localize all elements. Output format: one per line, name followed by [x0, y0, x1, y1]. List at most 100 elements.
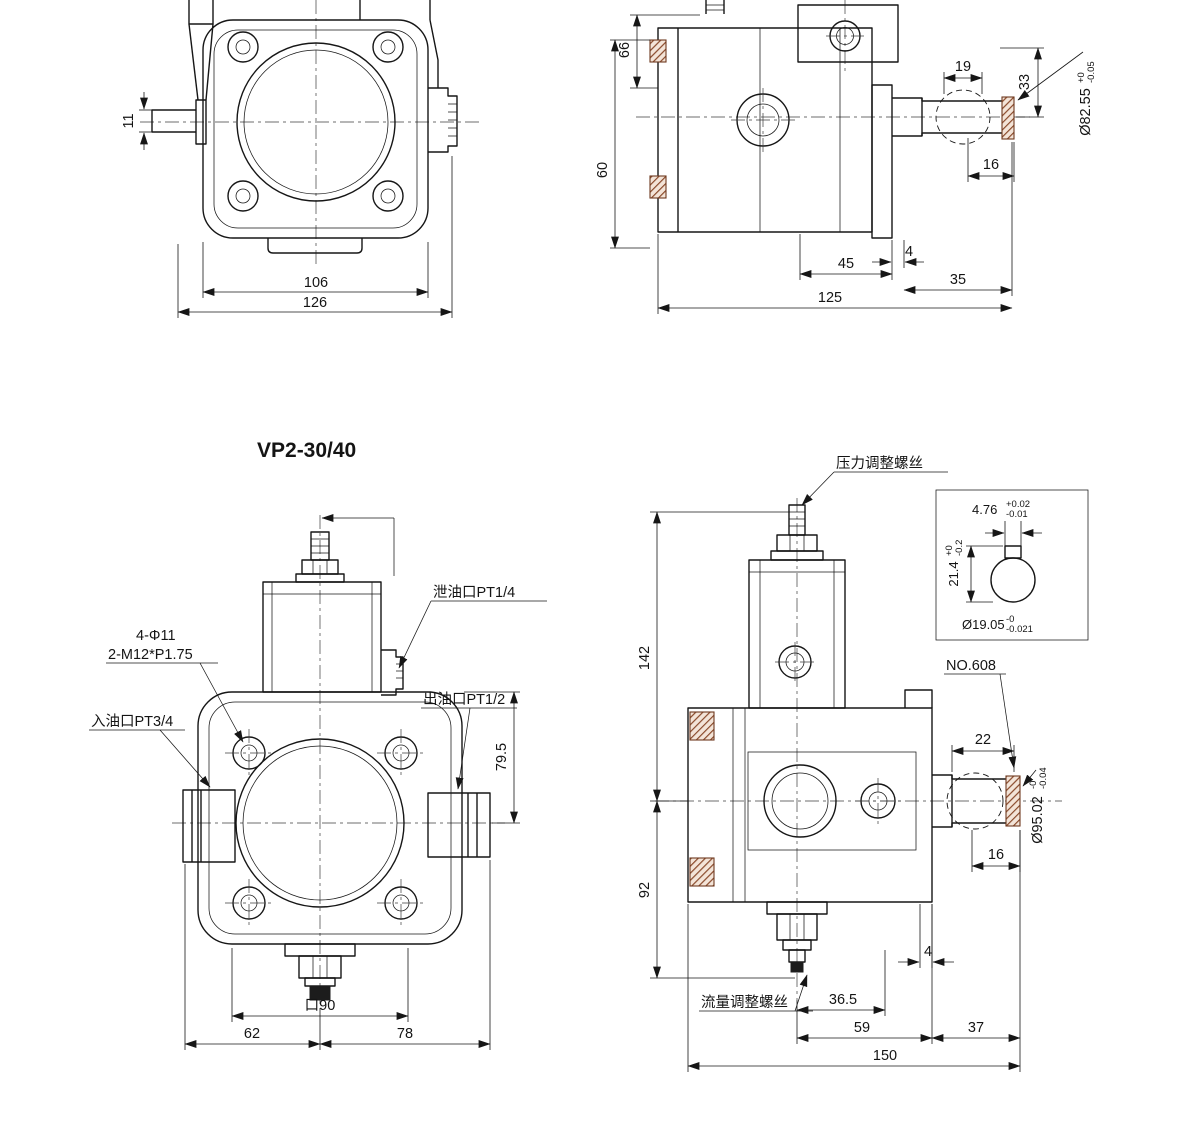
shaft-dia-value: Ø19.05	[962, 617, 1005, 632]
key-width-value: 4.76	[972, 502, 997, 517]
dimension-4: 4	[872, 240, 924, 268]
flow-screw	[284, 943, 356, 1001]
dimension-19: 19	[943, 59, 983, 94]
key-height-tol-lower: -0.2	[954, 540, 965, 556]
dim-text-4: 4	[905, 244, 913, 260]
dim-text-35: 35	[950, 272, 966, 288]
dimension-36-5: 36.5	[796, 950, 886, 1016]
label-drain-port: 泄油口PT1/4	[433, 584, 515, 601]
dimension-22: 22	[951, 732, 1015, 772]
dim-text-79-5: 79.5	[494, 743, 510, 771]
drain-port	[381, 649, 404, 696]
inlet-port	[182, 789, 236, 863]
bolt-holes-callout: 4-Φ11 2-M12*P1.75	[106, 628, 244, 743]
dim-text-16: 16	[983, 157, 999, 173]
shaft-dia-tol-lower: -0.021	[1006, 624, 1033, 635]
dim-text-19: 19	[955, 59, 971, 75]
dim-text-36-5: 36.5	[829, 992, 857, 1008]
dim-text-square-90: 口90	[305, 998, 336, 1014]
view-side: 压力调整螺丝	[637, 455, 1089, 1072]
flow-screw-callout: 流量调整螺丝	[699, 974, 813, 1012]
dim-text-150: 150	[873, 1048, 897, 1064]
label-holes: 4-Φ11	[136, 628, 176, 644]
shaft-stub	[151, 99, 207, 145]
dimension-spigot-diameter: Ø82.55 +0 -0.05	[1017, 51, 1097, 136]
dim-text-142: 142	[637, 646, 653, 670]
dimension-16-shaft: 16	[971, 830, 1021, 872]
side-port	[428, 87, 458, 153]
reference-lines	[321, 514, 395, 576]
dim-text-45: 45	[838, 256, 854, 272]
dia-95-02-tol-upper: -0	[1028, 781, 1039, 789]
dimension-125: 125	[657, 234, 1013, 314]
dimension-150: 150	[687, 904, 1021, 1072]
dimension-spigot-diameter: Ø95.02 -0 -0.04	[1022, 767, 1049, 844]
seal-no-callout: NO.608	[944, 658, 1017, 769]
label-outlet-port: 出油口PT1/2	[423, 691, 505, 708]
dim-text-126: 126	[303, 295, 327, 311]
outlet-port-callout: 出油口PT1/2	[421, 691, 517, 790]
dim-text-60: 60	[595, 162, 611, 178]
dia-95-02-value: Ø95.02	[1030, 796, 1046, 844]
dim-text-125: 125	[818, 290, 842, 306]
label-seal-no: NO.608	[946, 658, 996, 674]
drive-shaft	[892, 89, 1015, 145]
view-top-side: 66 60 19 33 16 Ø82.5	[595, 0, 1097, 314]
flow-screw	[766, 901, 828, 973]
view-front: 泄油口PT1/4	[89, 514, 547, 1050]
dimension-79-5: 79.5	[464, 691, 520, 824]
dim-text-106: 106	[304, 275, 328, 291]
mounting-flange	[197, 691, 463, 945]
drain-port-callout: 泄油口PT1/4	[398, 584, 547, 669]
pump-body	[687, 689, 933, 903]
key-width-tol-lower: -0.01	[1006, 509, 1028, 520]
dim-text-59: 59	[854, 1020, 870, 1036]
dimension-66: 66	[617, 14, 700, 89]
spring-chamber	[262, 581, 382, 693]
page-title: VP2-30/40	[257, 439, 356, 462]
view-top-front: 11 106 126	[121, 0, 480, 318]
bolt-holes	[225, 729, 425, 927]
dim-text-33: 33	[1017, 74, 1033, 90]
pump-body-outline	[657, 0, 899, 239]
dimension-11: 11	[121, 92, 152, 150]
dimension-16-shaft: 16	[967, 138, 1015, 182]
dimension-35: 35	[903, 142, 1013, 296]
dimension-142-92: 142 92	[637, 511, 795, 979]
dimension-126: 126	[177, 156, 453, 318]
dim-text-66: 66	[617, 42, 633, 58]
dim-text-4: 4	[924, 944, 932, 960]
pressure-screw	[770, 504, 824, 561]
dim-text-16: 16	[988, 847, 1004, 863]
dim-text-92: 92	[637, 882, 653, 898]
dim-text-78: 78	[397, 1026, 413, 1042]
shaft-detail-box: 4.76 +0.02 -0.01 21.4 +0 -0.2 Ø19.05 -0 …	[935, 489, 1089, 641]
dimension-106: 106	[202, 242, 429, 298]
dia-82-55-value: Ø82.55	[1078, 88, 1094, 136]
dim-text-11: 11	[121, 113, 137, 128]
dimension-45: 45	[799, 234, 893, 280]
dimension-33: 33	[1000, 47, 1044, 118]
dia-82-55-tol-upper: +0	[1076, 72, 1087, 83]
shaft-dia-tol-upper: -0	[1006, 614, 1014, 625]
key-height-value: 21.4	[946, 561, 961, 586]
dimension-4: 4	[898, 904, 954, 968]
drive-shaft	[932, 772, 1021, 830]
pressure-screw	[295, 531, 345, 583]
dia-95-02-tol-lower: -0.04	[1038, 767, 1049, 789]
seal-ring	[689, 711, 715, 887]
inlet-port-callout: 入油口PT3/4	[89, 713, 211, 788]
dimension-square-90: 口90	[231, 948, 409, 1022]
dim-text-37: 37	[968, 1020, 984, 1036]
dia-82-55-tol-lower: -0.05	[1086, 61, 1097, 83]
pressure-screw-callout: 压力调整螺丝	[801, 455, 948, 506]
seal-ring	[649, 39, 667, 199]
key-width-tol-upper: +0.02	[1006, 499, 1030, 510]
dim-text-62: 62	[244, 1026, 260, 1042]
key-height-tol-upper: +0	[944, 545, 955, 556]
label-pressure-screw: 压力调整螺丝	[836, 455, 923, 472]
pump-body-outline	[188, 0, 439, 254]
dimension-60: 60	[595, 39, 650, 249]
